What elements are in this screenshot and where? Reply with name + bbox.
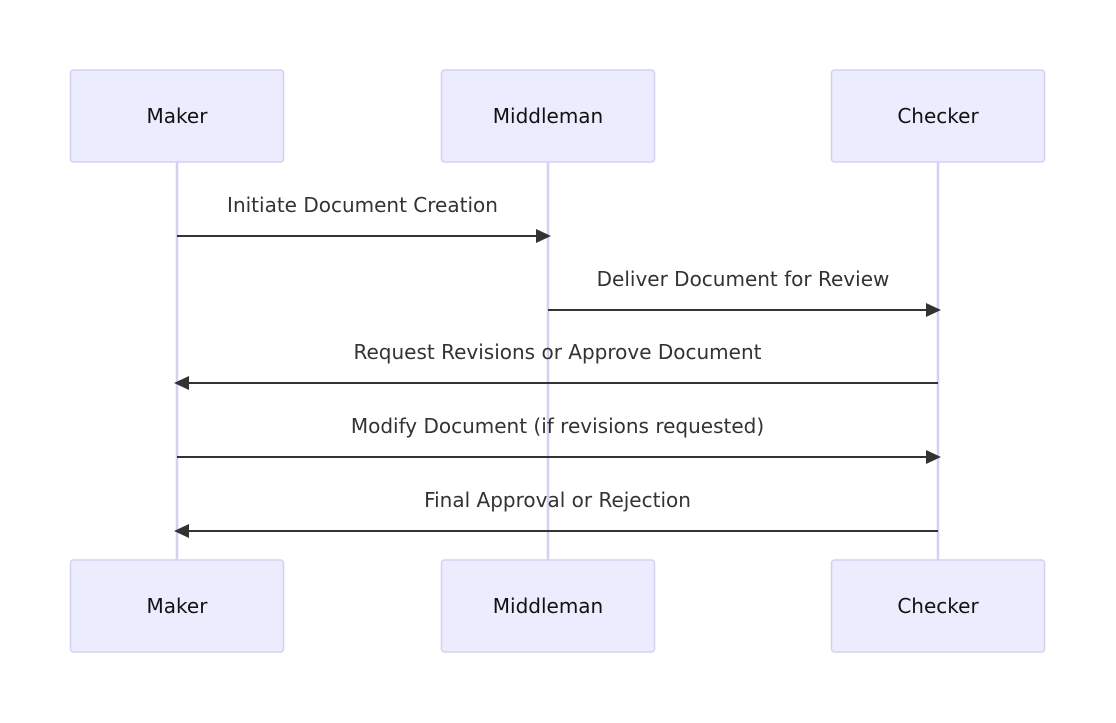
actors-top: Maker Middleman Checker [69, 69, 1046, 163]
message-2: Deliver Document for Review [548, 267, 941, 317]
arrow-head [174, 376, 189, 390]
message-4: Modify Document (if revisions requested) [177, 414, 941, 464]
actor-box [440, 69, 656, 163]
actor-box [69, 69, 285, 163]
actor-box [830, 69, 1046, 163]
actors-bottom: Maker Middleman Checker [69, 559, 1046, 653]
actor-label: Middleman [493, 594, 603, 618]
message-3: Request Revisions or Approve Document [174, 340, 938, 390]
message-1: Initiate Document Creation [177, 193, 551, 243]
lifelines [175, 162, 940, 560]
actor-label: Maker [147, 104, 209, 128]
message-label: Modify Document (if revisions requested) [351, 414, 764, 438]
arrow-head [926, 450, 941, 464]
message-label: Final Approval or Rejection [424, 488, 691, 512]
actor-label: Checker [897, 104, 979, 128]
actor-maker-top: Maker [69, 69, 285, 163]
message-label: Deliver Document for Review [597, 267, 890, 291]
message-label: Initiate Document Creation [227, 193, 498, 217]
actor-box [69, 559, 285, 653]
actor-middleman-bottom: Middleman [440, 559, 656, 653]
arrow-head [536, 229, 551, 243]
message-5: Final Approval or Rejection [174, 488, 938, 538]
actor-label: Middleman [493, 104, 603, 128]
actor-label: Maker [147, 594, 209, 618]
actor-label: Checker [897, 594, 979, 618]
message-label: Request Revisions or Approve Document [354, 340, 762, 364]
arrow-head [174, 524, 189, 538]
actor-box [830, 559, 1046, 653]
actor-box [440, 559, 656, 653]
arrow-head [926, 303, 941, 317]
actor-checker-bottom: Checker [830, 559, 1046, 653]
actor-maker-bottom: Maker [69, 559, 285, 653]
actor-middleman-top: Middleman [440, 69, 656, 163]
actor-checker-top: Checker [830, 69, 1046, 163]
